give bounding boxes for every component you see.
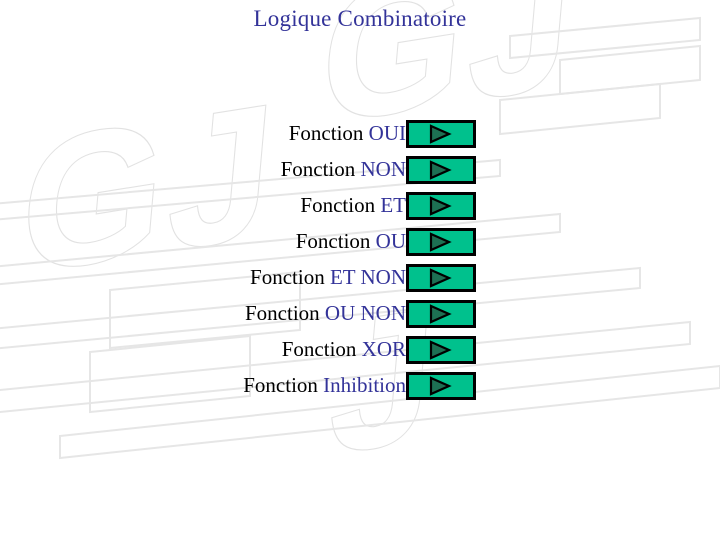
play-button-xor[interactable] bbox=[406, 336, 476, 364]
function-prefix: Fonction bbox=[288, 121, 364, 145]
function-label: Fonction OUI bbox=[0, 118, 406, 148]
play-button-non[interactable] bbox=[406, 156, 476, 184]
play-triangle-icon bbox=[429, 232, 452, 252]
function-prefix: Fonction bbox=[295, 229, 371, 253]
function-name: OU NON bbox=[324, 301, 406, 325]
play-button-et[interactable] bbox=[406, 192, 476, 220]
function-prefix: Fonction bbox=[250, 265, 325, 289]
function-name: OUI bbox=[368, 121, 406, 145]
list-item: Fonction XOR bbox=[0, 334, 720, 370]
play-button-ou-non[interactable] bbox=[406, 300, 476, 328]
function-name: XOR bbox=[361, 337, 406, 361]
play-triangle-icon bbox=[429, 196, 452, 216]
function-label: Fonction ET bbox=[0, 190, 406, 220]
play-triangle-icon bbox=[429, 304, 452, 324]
play-triangle-icon bbox=[429, 268, 452, 288]
play-triangle-icon bbox=[429, 160, 452, 180]
function-name: Inhibition bbox=[323, 373, 406, 397]
list-item: Fonction ET NON bbox=[0, 262, 720, 298]
function-prefix: Fonction bbox=[243, 373, 318, 397]
function-prefix: Fonction bbox=[245, 301, 320, 325]
list-item: Fonction ET bbox=[0, 190, 720, 226]
play-button-oui[interactable] bbox=[406, 120, 476, 148]
play-button-et-non[interactable] bbox=[406, 264, 476, 292]
function-name: OU bbox=[375, 229, 406, 253]
list-item: Fonction NON bbox=[0, 154, 720, 190]
list-item: Fonction OU NON bbox=[0, 298, 720, 334]
function-name: ET bbox=[380, 193, 406, 217]
function-name: NON bbox=[360, 157, 407, 181]
function-label: Fonction ET NON bbox=[0, 262, 406, 292]
play-button-inhibition[interactable] bbox=[406, 372, 476, 400]
function-label: Fonction OU NON bbox=[0, 298, 406, 328]
function-label: Fonction OU bbox=[0, 226, 406, 256]
function-prefix: Fonction bbox=[281, 337, 357, 361]
list-item: Fonction OUI bbox=[0, 118, 720, 154]
function-name: ET NON bbox=[329, 265, 406, 289]
page-title: Logique Combinatoire bbox=[253, 6, 467, 31]
function-list: Fonction OUI Fonction NON Fonction ET bbox=[0, 118, 720, 406]
function-prefix: Fonction bbox=[280, 157, 356, 181]
play-button-ou[interactable] bbox=[406, 228, 476, 256]
list-item: Fonction Inhibition bbox=[0, 370, 720, 406]
function-label: Fonction Inhibition bbox=[0, 370, 406, 400]
play-triangle-icon bbox=[429, 340, 452, 360]
function-label: Fonction XOR bbox=[0, 334, 406, 364]
play-triangle-icon bbox=[429, 124, 452, 144]
list-item: Fonction OU bbox=[0, 226, 720, 262]
function-label: Fonction NON bbox=[0, 154, 406, 184]
function-prefix: Fonction bbox=[300, 193, 376, 217]
play-triangle-icon bbox=[429, 376, 452, 396]
